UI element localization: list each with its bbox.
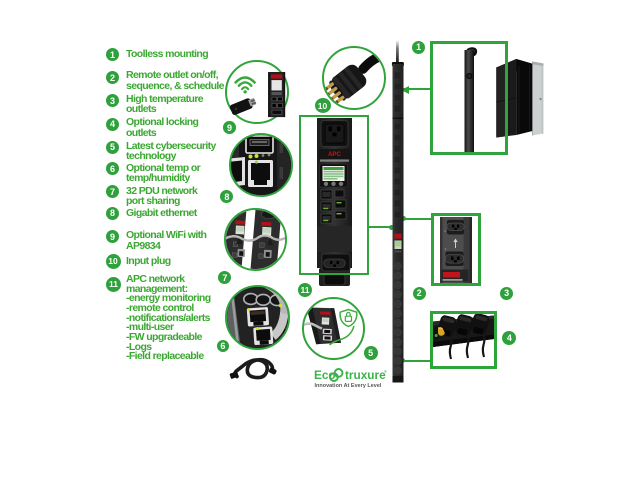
svg-text:truxure: truxure xyxy=(345,368,386,382)
svg-text:®: ® xyxy=(384,369,387,374)
svg-text:APC: APC xyxy=(327,151,341,158)
svg-text:Innovation At Every Level: Innovation At Every Level xyxy=(315,383,382,389)
